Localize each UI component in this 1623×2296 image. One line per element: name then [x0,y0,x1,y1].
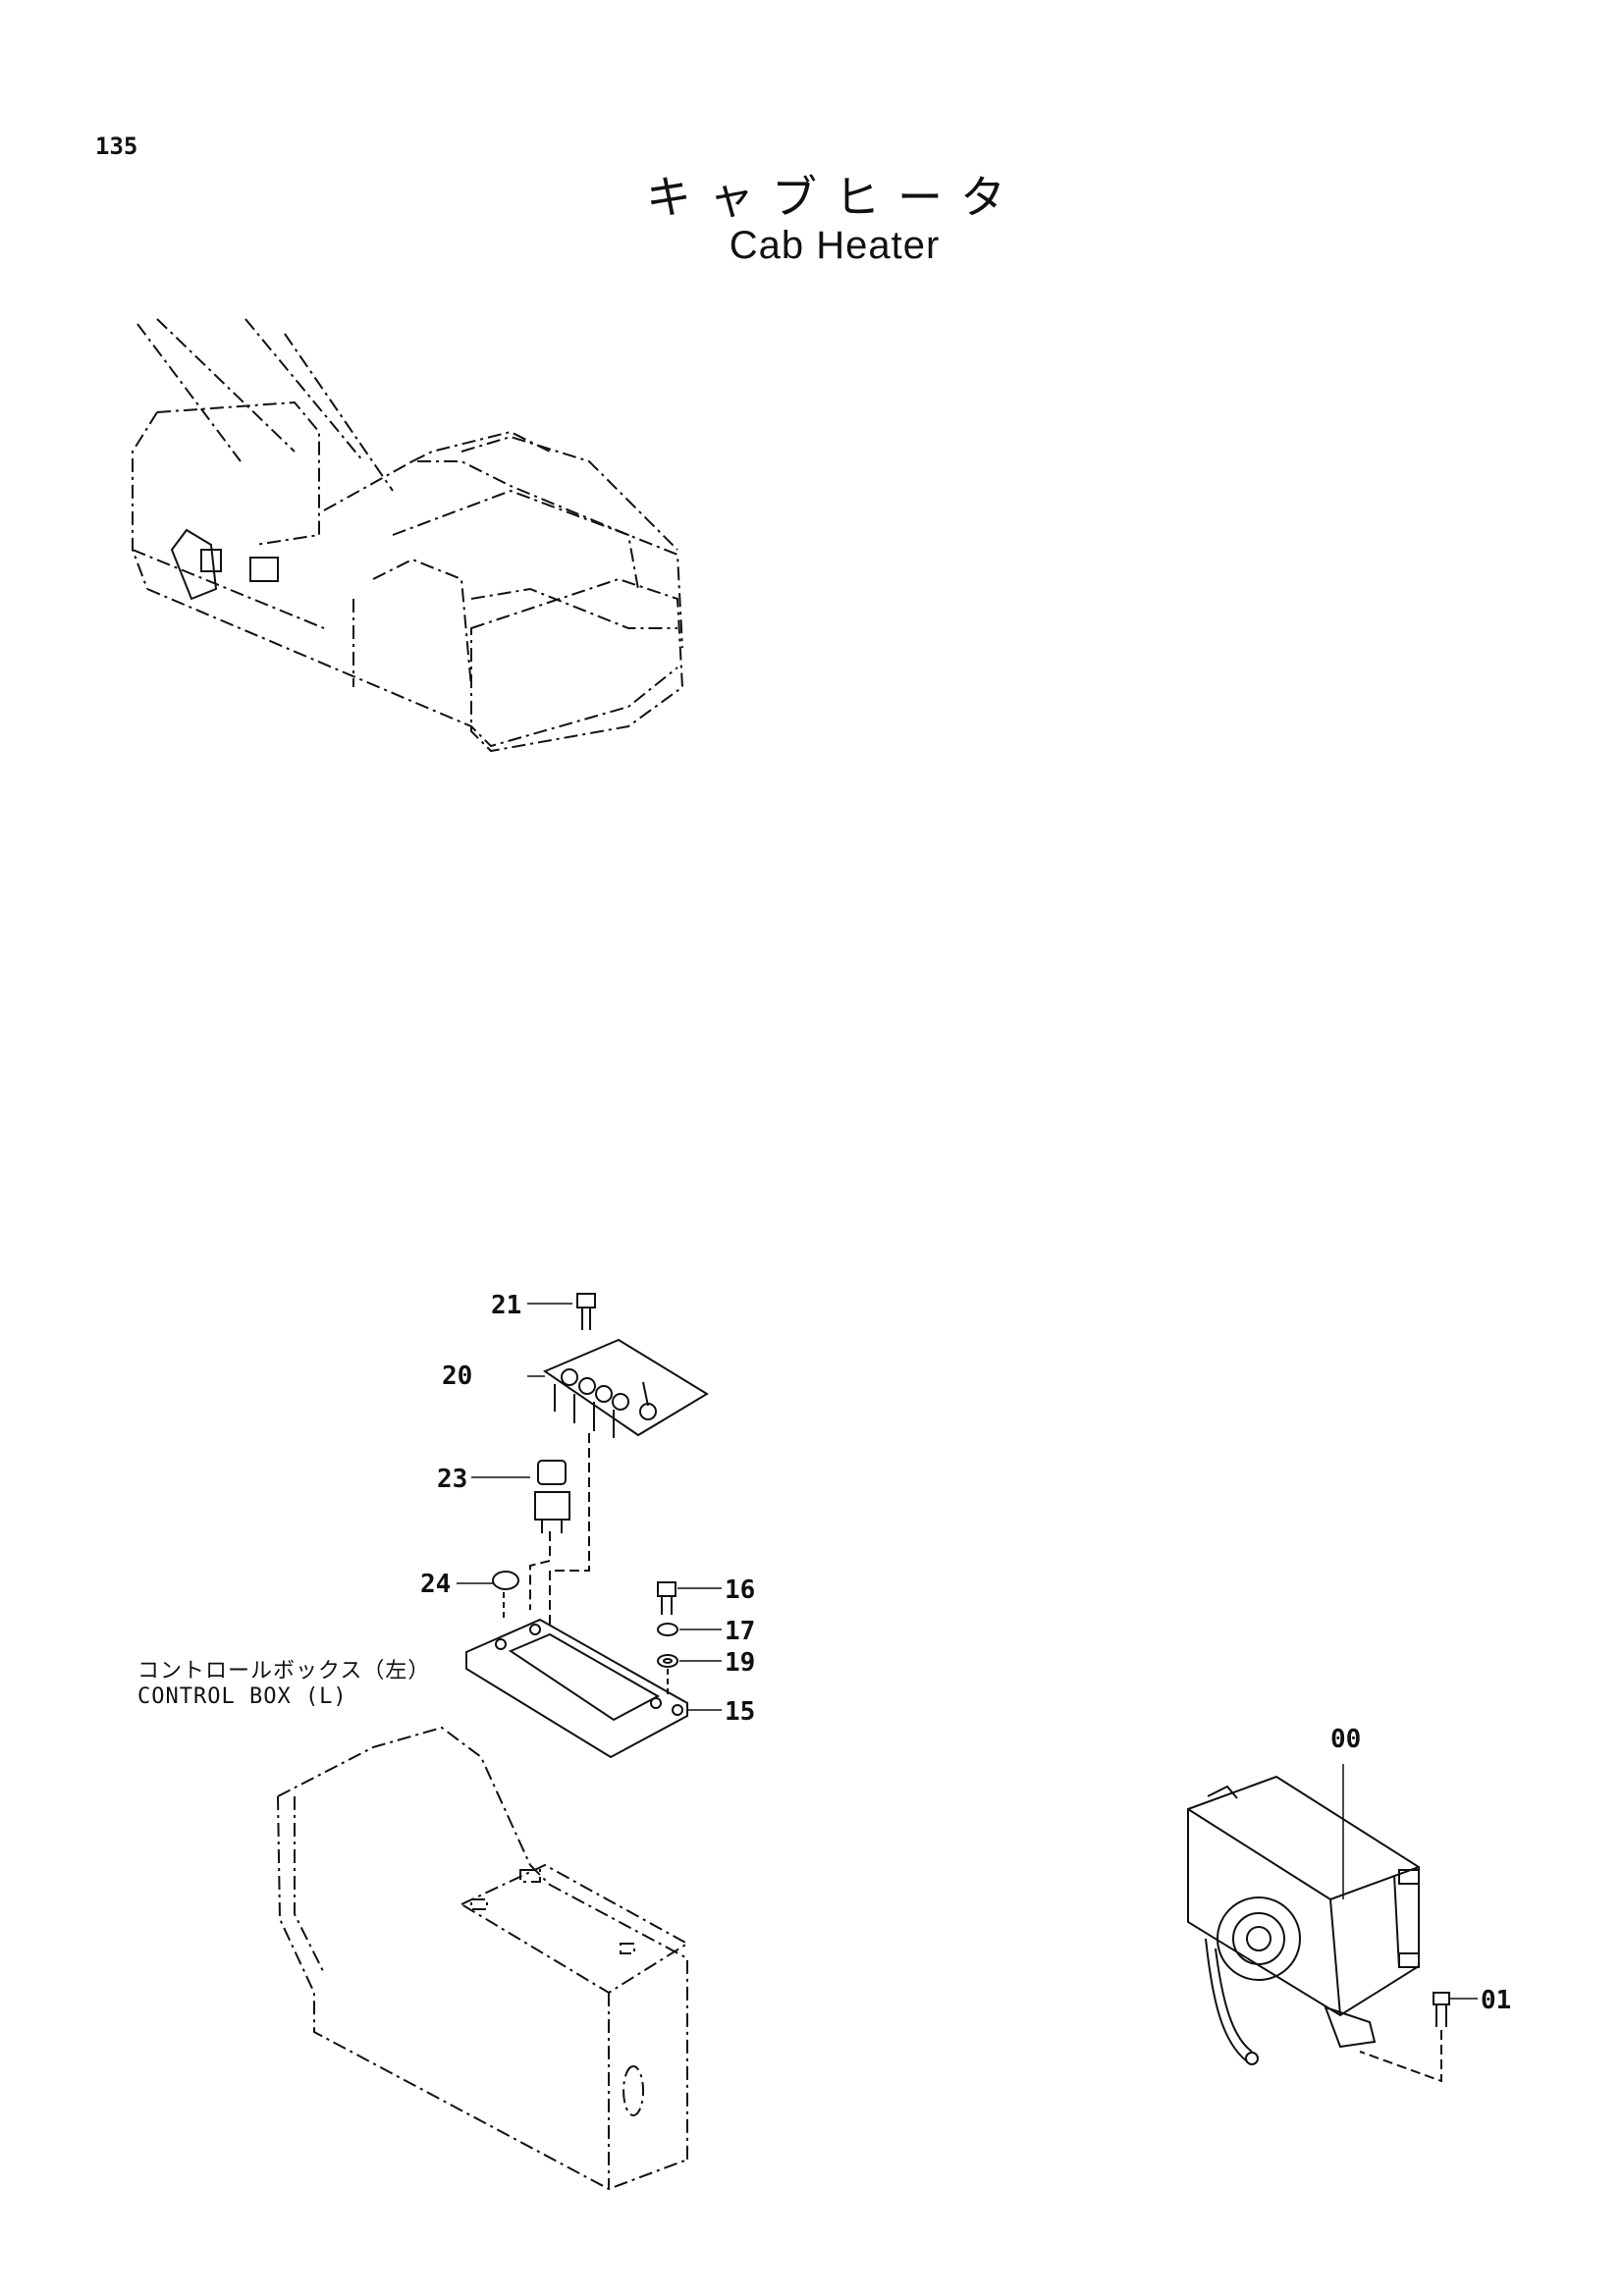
page-title-japanese: キャブヒータ [646,171,1023,224]
page-title-english: Cab Heater [729,224,941,267]
control-box-exploded-view [457,1293,722,1759]
callout-labels: 21 20 23 24 16 17 19 15 00 01 [420,1291,1511,2015]
callout-24: 24 [420,1570,451,1599]
cab-overview-illustration [132,318,684,753]
callout-17: 17 [725,1617,755,1646]
heater-unit-illustration [1187,1764,1478,2083]
callout-21: 21 [491,1291,521,1320]
callout-16: 16 [725,1575,755,1605]
control-box-label-japanese: コントロールボックス（左） [137,1659,431,1683]
control-box-label-english: CONTROL BOX (L) [137,1684,348,1709]
callout-19: 19 [725,1648,755,1678]
callout-15: 15 [725,1697,755,1727]
control-box-body [277,1726,689,2191]
callout-23: 23 [437,1465,467,1494]
connector-blocks [170,528,279,601]
callout-20: 20 [442,1362,472,1391]
callout-00: 00 [1330,1725,1361,1754]
callout-01: 01 [1481,1986,1511,2015]
page-number: 135 [95,133,138,160]
